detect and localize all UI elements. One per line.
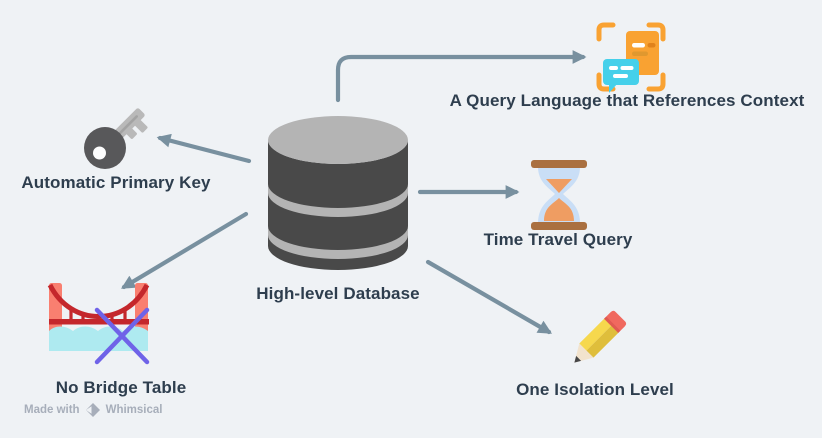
arrow-to-primary-key xyxy=(156,133,252,164)
bridge-crossed-out-icon xyxy=(47,283,150,365)
hourglass-icon xyxy=(531,160,587,230)
pencil-icon xyxy=(574,310,627,363)
primary-key-label: Automatic Primary Key xyxy=(21,173,211,192)
watermark-brand: Whimsical xyxy=(105,404,163,416)
database-icon xyxy=(268,116,408,270)
watermark-made-with: Made with xyxy=(24,404,80,416)
key-icon xyxy=(84,108,148,169)
whimsical-logo-icon xyxy=(85,403,100,417)
chat-messages-icon xyxy=(596,22,666,93)
time-travel-label: Time Travel Query xyxy=(483,230,633,249)
query-language-label: A Query Language that References Context xyxy=(449,91,805,110)
arrow-to-query-language xyxy=(335,50,587,103)
arrow-to-isolation-level xyxy=(425,259,552,335)
whimsical-watermark-link[interactable]: Made with Whimsical xyxy=(24,402,162,418)
database-label: High-level Database xyxy=(256,284,420,303)
cross-out-x-icon xyxy=(94,307,150,365)
arrow-to-no-bridge xyxy=(121,211,249,290)
no-bridge-label: No Bridge Table xyxy=(55,378,187,397)
isolation-level-label: One Isolation Level xyxy=(516,380,674,399)
